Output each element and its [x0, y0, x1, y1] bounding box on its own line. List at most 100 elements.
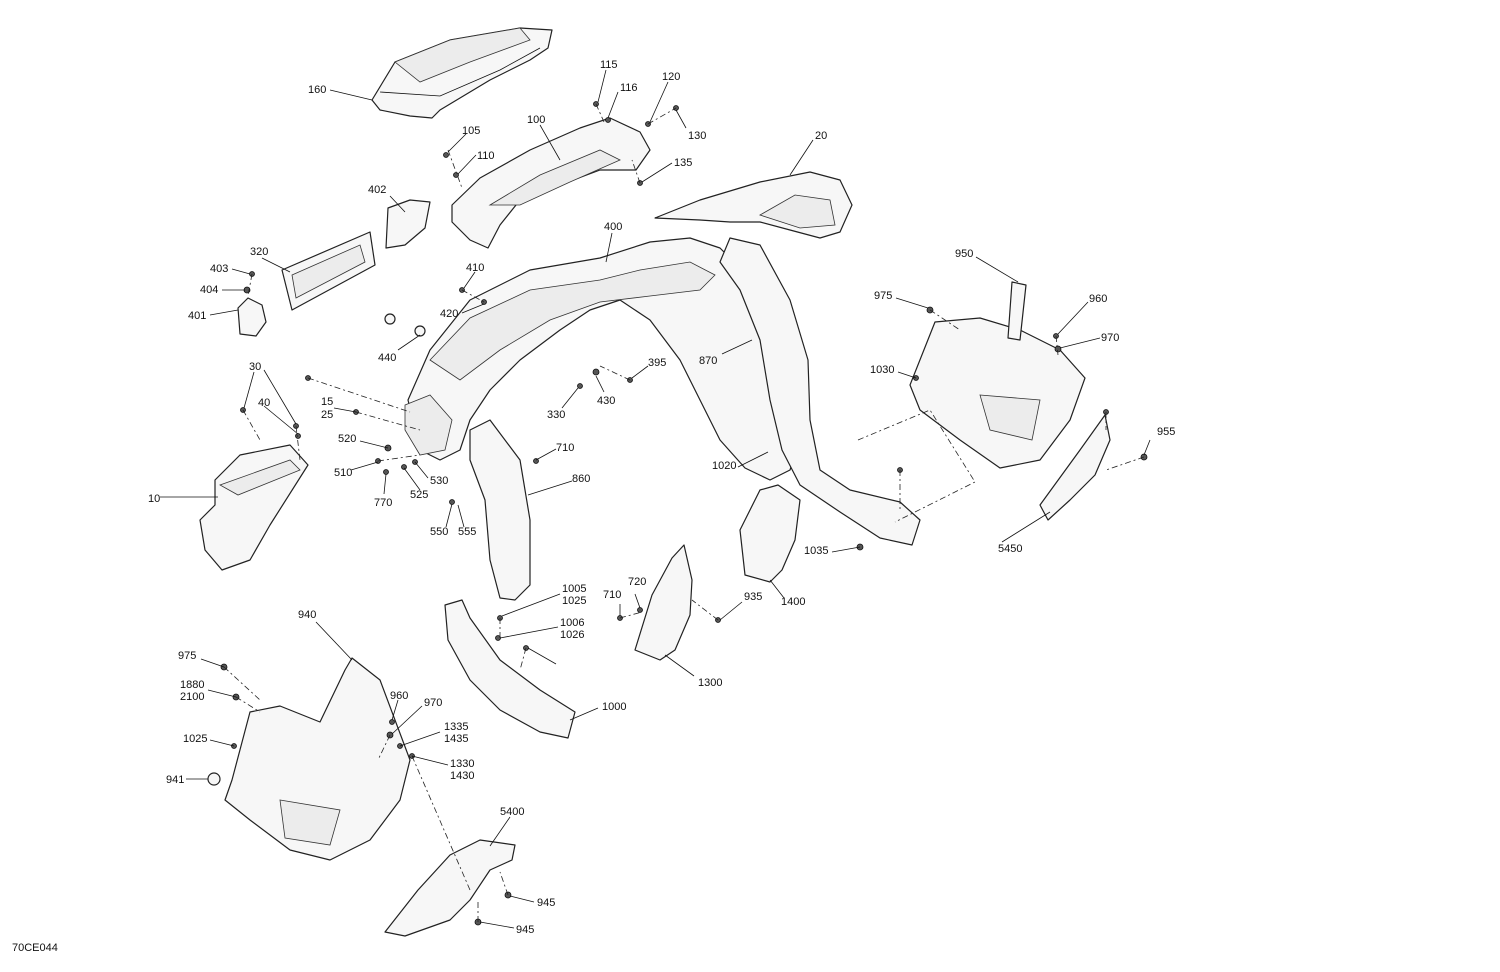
callout-1335: 1335	[444, 721, 468, 733]
callout-1006: 1006	[560, 617, 584, 629]
part-1000-left-rail	[444, 599, 576, 739]
part-440-washer-2	[414, 325, 426, 337]
callout-860: 860	[572, 473, 590, 485]
fastener-720	[637, 607, 643, 613]
callout-130: 130	[688, 130, 706, 142]
callout-970-right: 970	[1101, 332, 1119, 344]
callout-945-upper: 945	[537, 897, 555, 909]
part-10-left-cover	[199, 444, 309, 571]
callout-950: 950	[955, 248, 973, 260]
callout-1025: 1025	[562, 595, 586, 607]
callout-945-lower: 945	[516, 924, 534, 936]
callout-120: 120	[662, 71, 680, 83]
part-160-storage-lid	[371, 27, 553, 119]
callout-1435: 1435	[444, 733, 468, 745]
fastener-430	[592, 368, 600, 376]
callout-1330: 1330	[450, 758, 474, 770]
part-20-side-cowl	[654, 171, 853, 239]
callout-5450: 5450	[998, 543, 1022, 555]
part-950-right-floor-panel	[909, 281, 1086, 469]
callout-1020: 1020	[712, 460, 736, 472]
callout-5400: 5400	[500, 806, 524, 818]
callout-720: 720	[628, 576, 646, 588]
callout-401: 401	[188, 310, 206, 322]
fastener-330	[577, 383, 583, 389]
part-401-mount	[237, 297, 267, 337]
part-5400-bottom-side-piece	[384, 839, 516, 937]
callout-30: 30	[249, 361, 261, 373]
callout-105: 105	[462, 125, 480, 137]
callout-430: 430	[597, 395, 615, 407]
callout-530: 530	[430, 475, 448, 487]
part-5450-right-side-piece	[1039, 414, 1111, 521]
callout-1030: 1030	[870, 364, 894, 376]
callout-135: 135	[674, 157, 692, 169]
callout-400: 400	[604, 221, 622, 233]
callout-1400: 1400	[781, 596, 805, 608]
callout-1000: 1000	[602, 701, 626, 713]
callout-15: 15	[321, 396, 333, 408]
callout-1430: 1430	[450, 770, 474, 782]
fastener-970-right	[1054, 345, 1062, 353]
callout-970-left: 970	[424, 697, 442, 709]
part-440-washer	[384, 313, 396, 325]
callout-941: 941	[166, 774, 184, 786]
fastener-960-left	[389, 719, 395, 725]
callout-10: 10	[148, 493, 160, 505]
figure-code: 70CE044	[12, 942, 58, 954]
callout-955: 955	[1157, 426, 1175, 438]
fastener-550	[449, 499, 455, 505]
callout-40: 40	[258, 397, 270, 409]
fastener-105	[443, 152, 449, 158]
part-1300-center-panel	[634, 544, 693, 661]
assembly-lines	[223, 103, 1145, 922]
callout-402: 402	[368, 184, 386, 196]
leader-lines	[160, 69, 1151, 929]
part-870-1020-right-rail	[719, 237, 921, 546]
part-1400-center-panel	[739, 484, 801, 583]
callout-960-right: 960	[1089, 293, 1107, 305]
callout-940: 940	[298, 609, 316, 621]
callout-1005: 1005	[562, 583, 586, 595]
callout-115: 115	[600, 59, 618, 71]
callout-525: 525	[410, 489, 428, 501]
part-320-grille	[281, 231, 376, 311]
callout-110: 110	[477, 150, 495, 162]
callout-395: 395	[648, 357, 666, 369]
callout-160: 160	[308, 84, 326, 96]
callout-440: 440	[378, 352, 396, 364]
callout-1025-left: 1025	[183, 733, 207, 745]
part-100-dash-bracket	[451, 117, 651, 249]
callout-100: 100	[527, 114, 545, 126]
callout-116: 116	[620, 82, 638, 94]
callout-320: 320	[250, 246, 268, 258]
fastener-420	[481, 299, 487, 305]
callout-404: 404	[200, 284, 218, 296]
callout-1880: 1880	[180, 679, 204, 691]
callout-410: 410	[466, 262, 484, 274]
fastener-525	[401, 464, 407, 470]
callout-870: 870	[699, 355, 717, 367]
callout-710-lower: 710	[603, 589, 621, 601]
callout-1035: 1035	[804, 545, 828, 557]
callout-960-left: 960	[390, 690, 408, 702]
fastener-40	[295, 433, 301, 439]
callout-975-left: 975	[178, 650, 196, 662]
fastener-116	[605, 117, 611, 123]
callout-420: 420	[440, 308, 458, 320]
callout-330: 330	[547, 409, 565, 421]
callout-510: 510	[334, 467, 352, 479]
callout-20: 20	[815, 130, 827, 142]
fastener-770	[383, 469, 389, 475]
callout-2100: 2100	[180, 691, 204, 703]
callout-550: 550	[430, 526, 448, 538]
callout-403: 403	[210, 263, 228, 275]
callout-975-right: 975	[874, 290, 892, 302]
callout-555: 555	[458, 526, 476, 538]
callout-25: 25	[321, 409, 333, 421]
callout-1026: 1026	[560, 629, 584, 641]
callout-520: 520	[338, 433, 356, 445]
callout-935: 935	[744, 591, 762, 603]
